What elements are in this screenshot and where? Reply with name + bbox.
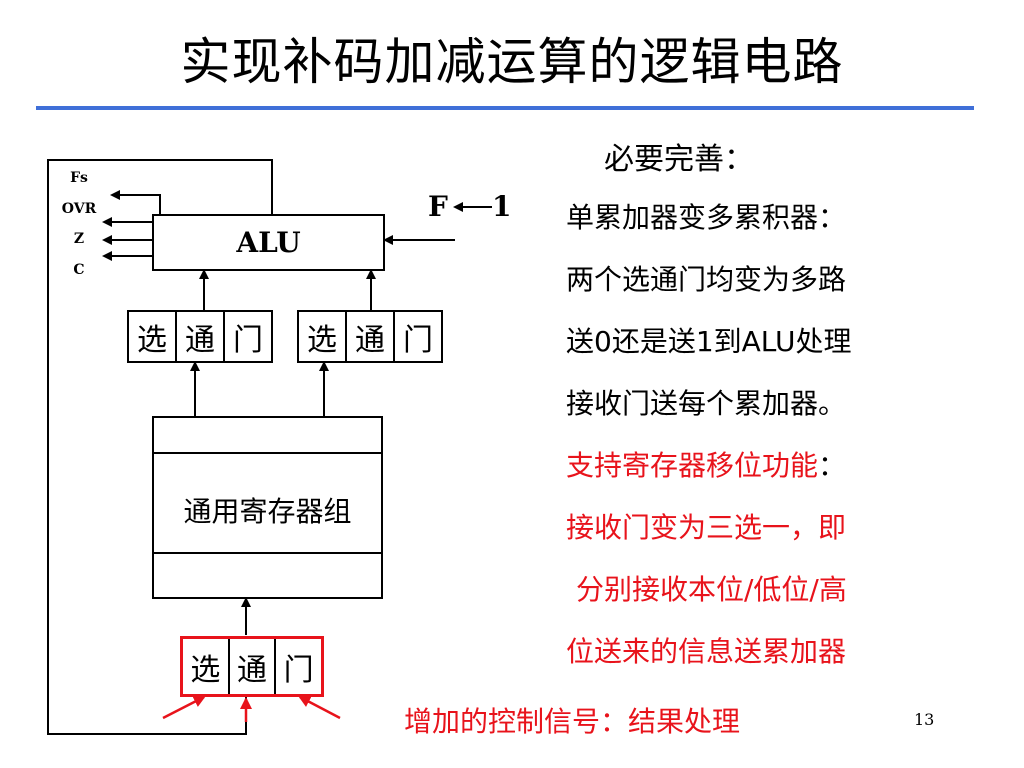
page-title: 实现补码加减运算的逻辑电路 [180, 33, 844, 91]
f-value: 1 [492, 190, 512, 223]
gate-char: 门 [274, 639, 321, 694]
gate-char: 通 [175, 312, 223, 361]
alu-block: ALU [152, 214, 385, 271]
red-control-arrows [162, 695, 341, 722]
general-register-file: 通用寄存器组 [152, 416, 383, 599]
red-heading-colon: ： [818, 449, 847, 482]
right-select-gate: 选 通 门 [297, 310, 443, 363]
flag-z: Z [73, 231, 85, 247]
gate-char: 门 [393, 312, 441, 361]
alu-label: ALU [236, 226, 301, 259]
note-line: 单累加器变多累积器： [566, 201, 847, 234]
left-select-gate: 选 通 门 [127, 310, 273, 363]
flag-ovr: OVR [61, 201, 97, 217]
gate-char: 选 [307, 322, 337, 358]
feedback-loop-wire [47, 159, 273, 735]
red-heading-text: 支持寄存器移位功能 [566, 449, 819, 482]
flag-fs: Fs [70, 170, 88, 186]
gate-char: 选 [190, 652, 221, 688]
red-note-line: 分别接收本位/低位/高 [576, 573, 847, 606]
register-file-label: 通用寄存器组 [183, 495, 352, 528]
flag-c: C [73, 262, 85, 278]
note-line: 接收门送每个累加器。 [566, 387, 847, 420]
title-divider [36, 106, 974, 110]
slide-number: 13 [914, 710, 935, 729]
f-label: F [428, 190, 448, 223]
red-notes-heading: 支持寄存器移位功能： [566, 444, 846, 484]
register-divider [154, 452, 381, 454]
red-note-line: 位送来的信息送累加器 [566, 635, 847, 668]
flag-arrows [102, 190, 161, 261]
gate-char: 门 [223, 312, 271, 361]
added-control-note: 增加的控制信号：结果处理 [404, 705, 741, 738]
notes-heading: 必要完善： [604, 142, 754, 177]
note-line: 两个选通门均变为多路 [566, 263, 847, 296]
gate-char: 通 [345, 312, 393, 361]
note-line: 送0还是送1到ALU处理 [566, 325, 852, 358]
gate-char: 通 [227, 639, 275, 694]
receive-select-gate: 选 通 门 [180, 636, 324, 697]
red-note-line: 接收门变为三选一，即 [566, 511, 847, 544]
gate-char: 选 [137, 322, 167, 358]
register-divider [154, 552, 381, 554]
